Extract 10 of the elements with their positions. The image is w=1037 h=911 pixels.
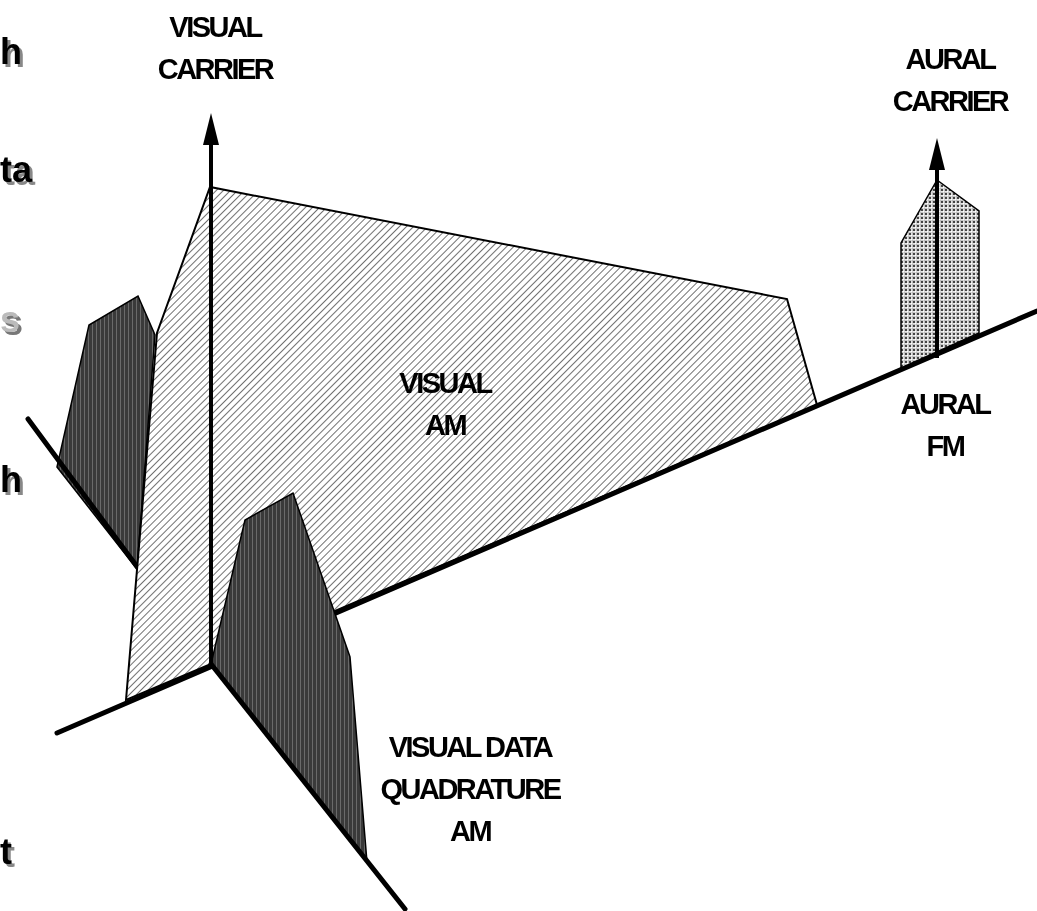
band-label: VISUAL DATA QUADRATURE AM: [379, 730, 562, 849]
text-fragment: t: [0, 832, 12, 872]
carrier-label: AURAL CARRIER: [891, 42, 1009, 119]
text-fragment: s: [0, 300, 21, 340]
text-fragment: h: [0, 460, 22, 500]
carrier-label: VISUAL CARRIER: [156, 10, 274, 87]
band-label: VISUAL AM: [398, 366, 493, 443]
band-label: AURAL FM: [899, 387, 991, 464]
text-fragment: h: [0, 32, 22, 72]
text-fragment: ta: [0, 150, 32, 190]
